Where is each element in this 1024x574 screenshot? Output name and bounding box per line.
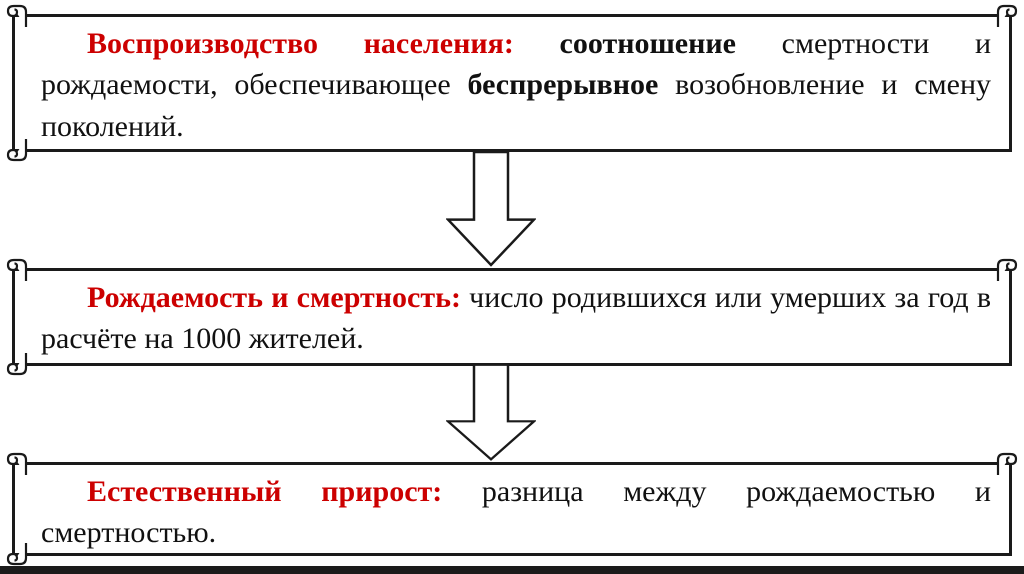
definition-text: возобновление и смену поколений. (41, 68, 991, 143)
scroll-curl-icon (996, 4, 1018, 28)
definition-term-bold: беспрерывное (467, 68, 676, 102)
definition-paragraph: Рождаемость и смертность: число родивших… (15, 271, 1009, 366)
scroll-curl-icon (996, 452, 1018, 476)
definition-box-birth-death: Рождаемость и смертность: число родивших… (6, 258, 1018, 376)
scroll-curl-icon (6, 4, 28, 28)
bottom-strip (0, 566, 1024, 574)
definition-paragraph: Естественный прирост: разница между рожд… (15, 465, 1009, 560)
definition-lead: Рождаемость и смертность: (87, 281, 470, 314)
definition-text: число родившихся или умерших за год в ра… (41, 281, 991, 356)
definition-text: разница между рождаемостью и смертностью… (41, 475, 991, 550)
definition-text: смертности и рождаемости, обеспечивающее (41, 27, 991, 102)
definition-box-natural-increase: Естественный прирост: разница между рожд… (6, 452, 1018, 566)
definition-box-reproduction: Воспроизводство населения: соотношение с… (6, 4, 1018, 162)
scroll-curl-icon (6, 258, 28, 282)
scroll-curl-icon (6, 352, 28, 376)
definition-paragraph: Воспроизводство населения: соотношение с… (15, 17, 1009, 153)
scroll-curl-icon (6, 452, 28, 476)
definition-lead: Воспроизводство населения: (87, 27, 560, 60)
scroll-curl-icon (996, 258, 1018, 282)
scroll-curl-icon (6, 542, 28, 566)
scroll-curl-icon (6, 138, 28, 162)
definition-lead: Естественный прирост: (87, 475, 482, 508)
definition-term-bold: соотношение (559, 27, 782, 60)
arrow-down-icon (446, 364, 536, 461)
arrow-down-icon (446, 151, 536, 267)
